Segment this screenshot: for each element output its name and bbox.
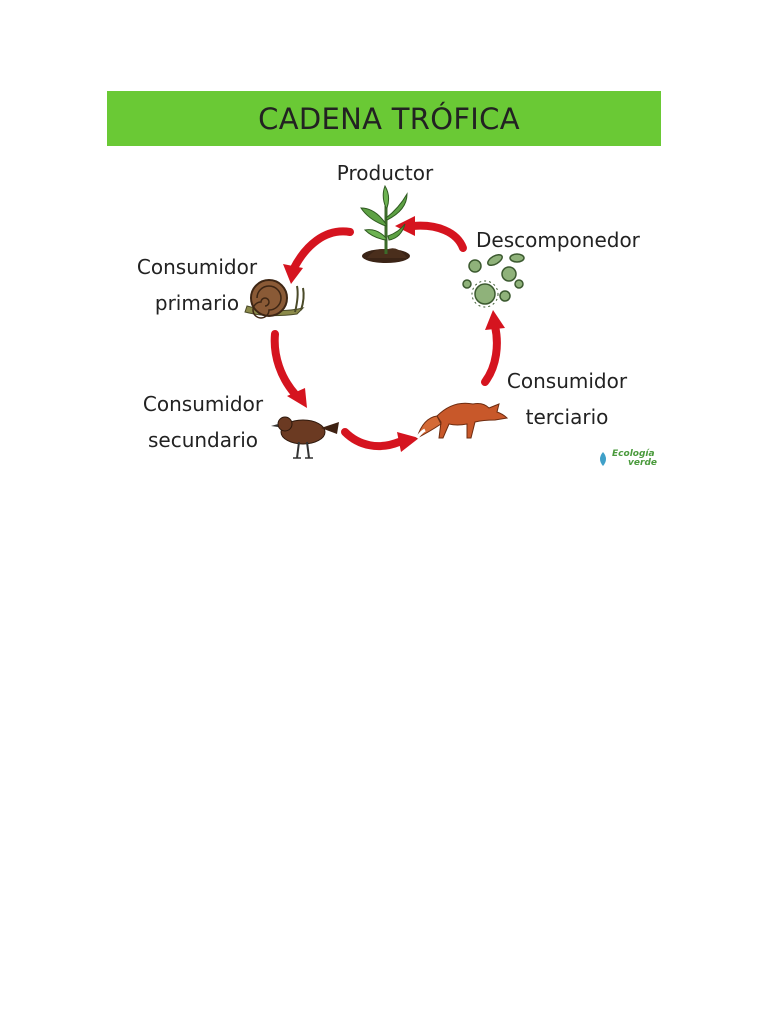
consumidor-terciario-line-1: Consumidor xyxy=(506,369,628,393)
fox-icon xyxy=(415,402,509,439)
bird-icon xyxy=(271,416,339,459)
arrow-secondary-to-tertiary xyxy=(341,428,419,452)
productor-text: Productor xyxy=(336,161,434,185)
arrow-primary-to-secondary xyxy=(270,330,307,408)
label-descomponedor: Descomponedor xyxy=(476,222,640,258)
diagram-title: CADENA TRÓFICA xyxy=(258,101,520,136)
food-chain-figure: CADENA TRÓFICA xyxy=(107,91,661,476)
consumidor-terciario-line-2: terciario xyxy=(525,405,609,429)
bacteria-icon xyxy=(462,253,525,308)
arrow-decomposer-to-producer xyxy=(395,216,467,252)
arrow-tertiary-to-decomposer xyxy=(481,310,505,386)
snail-icon xyxy=(244,279,305,319)
label-consumidor-secundario: Consumidor secundario xyxy=(137,386,269,458)
consumidor-secundario-line-2: secundario xyxy=(147,428,259,452)
cycle-diagram xyxy=(244,184,525,459)
label-consumidor-terciario: Consumidor terciario xyxy=(501,363,633,435)
watermark-line-2: verde xyxy=(628,458,657,468)
consumidor-primario-line-2: primario xyxy=(154,291,240,315)
leaf-drop-icon xyxy=(600,452,607,466)
consumidor-primario-line-1: Consumidor xyxy=(136,255,258,279)
consumidor-secundario-line-1: Consumidor xyxy=(142,392,264,416)
ecologia-verde-logo: Ecología verde xyxy=(597,450,657,468)
arrow-producer-to-primary xyxy=(283,227,354,284)
label-consumidor-primario: Consumidor primario xyxy=(131,249,263,321)
label-productor: Productor xyxy=(329,155,441,191)
plant-icon xyxy=(360,184,410,263)
watermark-text: Ecología verde xyxy=(612,450,657,468)
watermark-line-1: Ecología xyxy=(612,449,655,459)
title-banner: CADENA TRÓFICA xyxy=(107,91,661,146)
descomponedor-text: Descomponedor xyxy=(476,228,640,252)
